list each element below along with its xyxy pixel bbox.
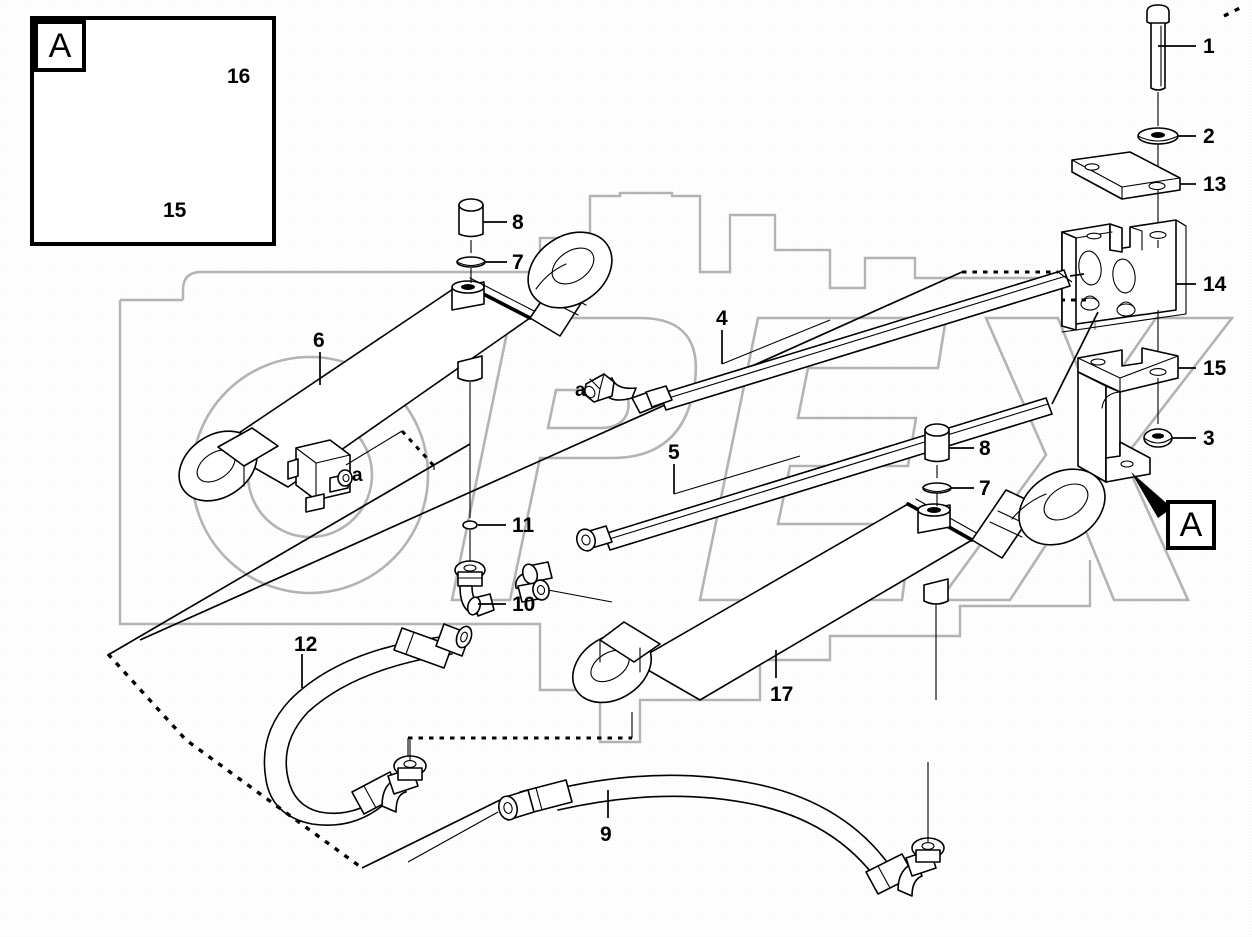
callout-label-12: 12 xyxy=(294,633,318,656)
right-stack-artwork xyxy=(1061,4,1196,518)
fitting-11-10-artwork xyxy=(454,382,613,617)
detail-label-15: 15 xyxy=(163,199,187,222)
detail-box-a-tag: A xyxy=(34,20,86,72)
callout-label-17: 17 xyxy=(770,683,794,706)
callout-a-letter: A xyxy=(1179,505,1203,544)
assembly-boundary-dotted xyxy=(106,652,501,870)
callout-label-8-lower: 8 xyxy=(979,437,991,460)
hose-12-artwork xyxy=(263,623,473,826)
callout-label-13: 13 xyxy=(1203,173,1227,196)
callout-label-2: 2 xyxy=(1203,125,1215,148)
callout-label-10: 10 xyxy=(512,593,536,616)
port-marker-a-line-4: a xyxy=(575,380,586,401)
callout-label-15: 15 xyxy=(1203,357,1227,380)
callout-label-5: 5 xyxy=(668,441,680,464)
assembly-leader-lines xyxy=(962,270,1099,405)
hose-9-artwork xyxy=(407,762,945,897)
callout-a-tag: A xyxy=(1166,500,1216,550)
detail-box-a xyxy=(30,16,276,246)
callout-label-9: 9 xyxy=(600,823,612,846)
detail-box-a-letter: A xyxy=(48,26,72,65)
callout-label-4: 4 xyxy=(716,307,728,330)
callout-label-8-upper: 8 xyxy=(512,211,524,234)
callout-label-14: 14 xyxy=(1203,273,1227,296)
cylinder-6-artwork xyxy=(107,198,963,656)
port-marker-a-cylinder-6: a xyxy=(352,465,363,486)
corner-mark xyxy=(1223,4,1245,18)
callout-label-3: 3 xyxy=(1203,427,1215,450)
callout-label-6: 6 xyxy=(313,329,325,352)
callout-label-7-upper: 7 xyxy=(512,251,524,274)
callout-label-11: 11 xyxy=(512,514,535,537)
detail-label-16: 16 xyxy=(227,65,251,88)
line-4-artwork xyxy=(583,269,1071,414)
callout-label-1: 1 xyxy=(1203,35,1215,58)
cylinder-17-artwork xyxy=(407,423,1106,760)
callout-label-7-lower: 7 xyxy=(979,477,991,500)
